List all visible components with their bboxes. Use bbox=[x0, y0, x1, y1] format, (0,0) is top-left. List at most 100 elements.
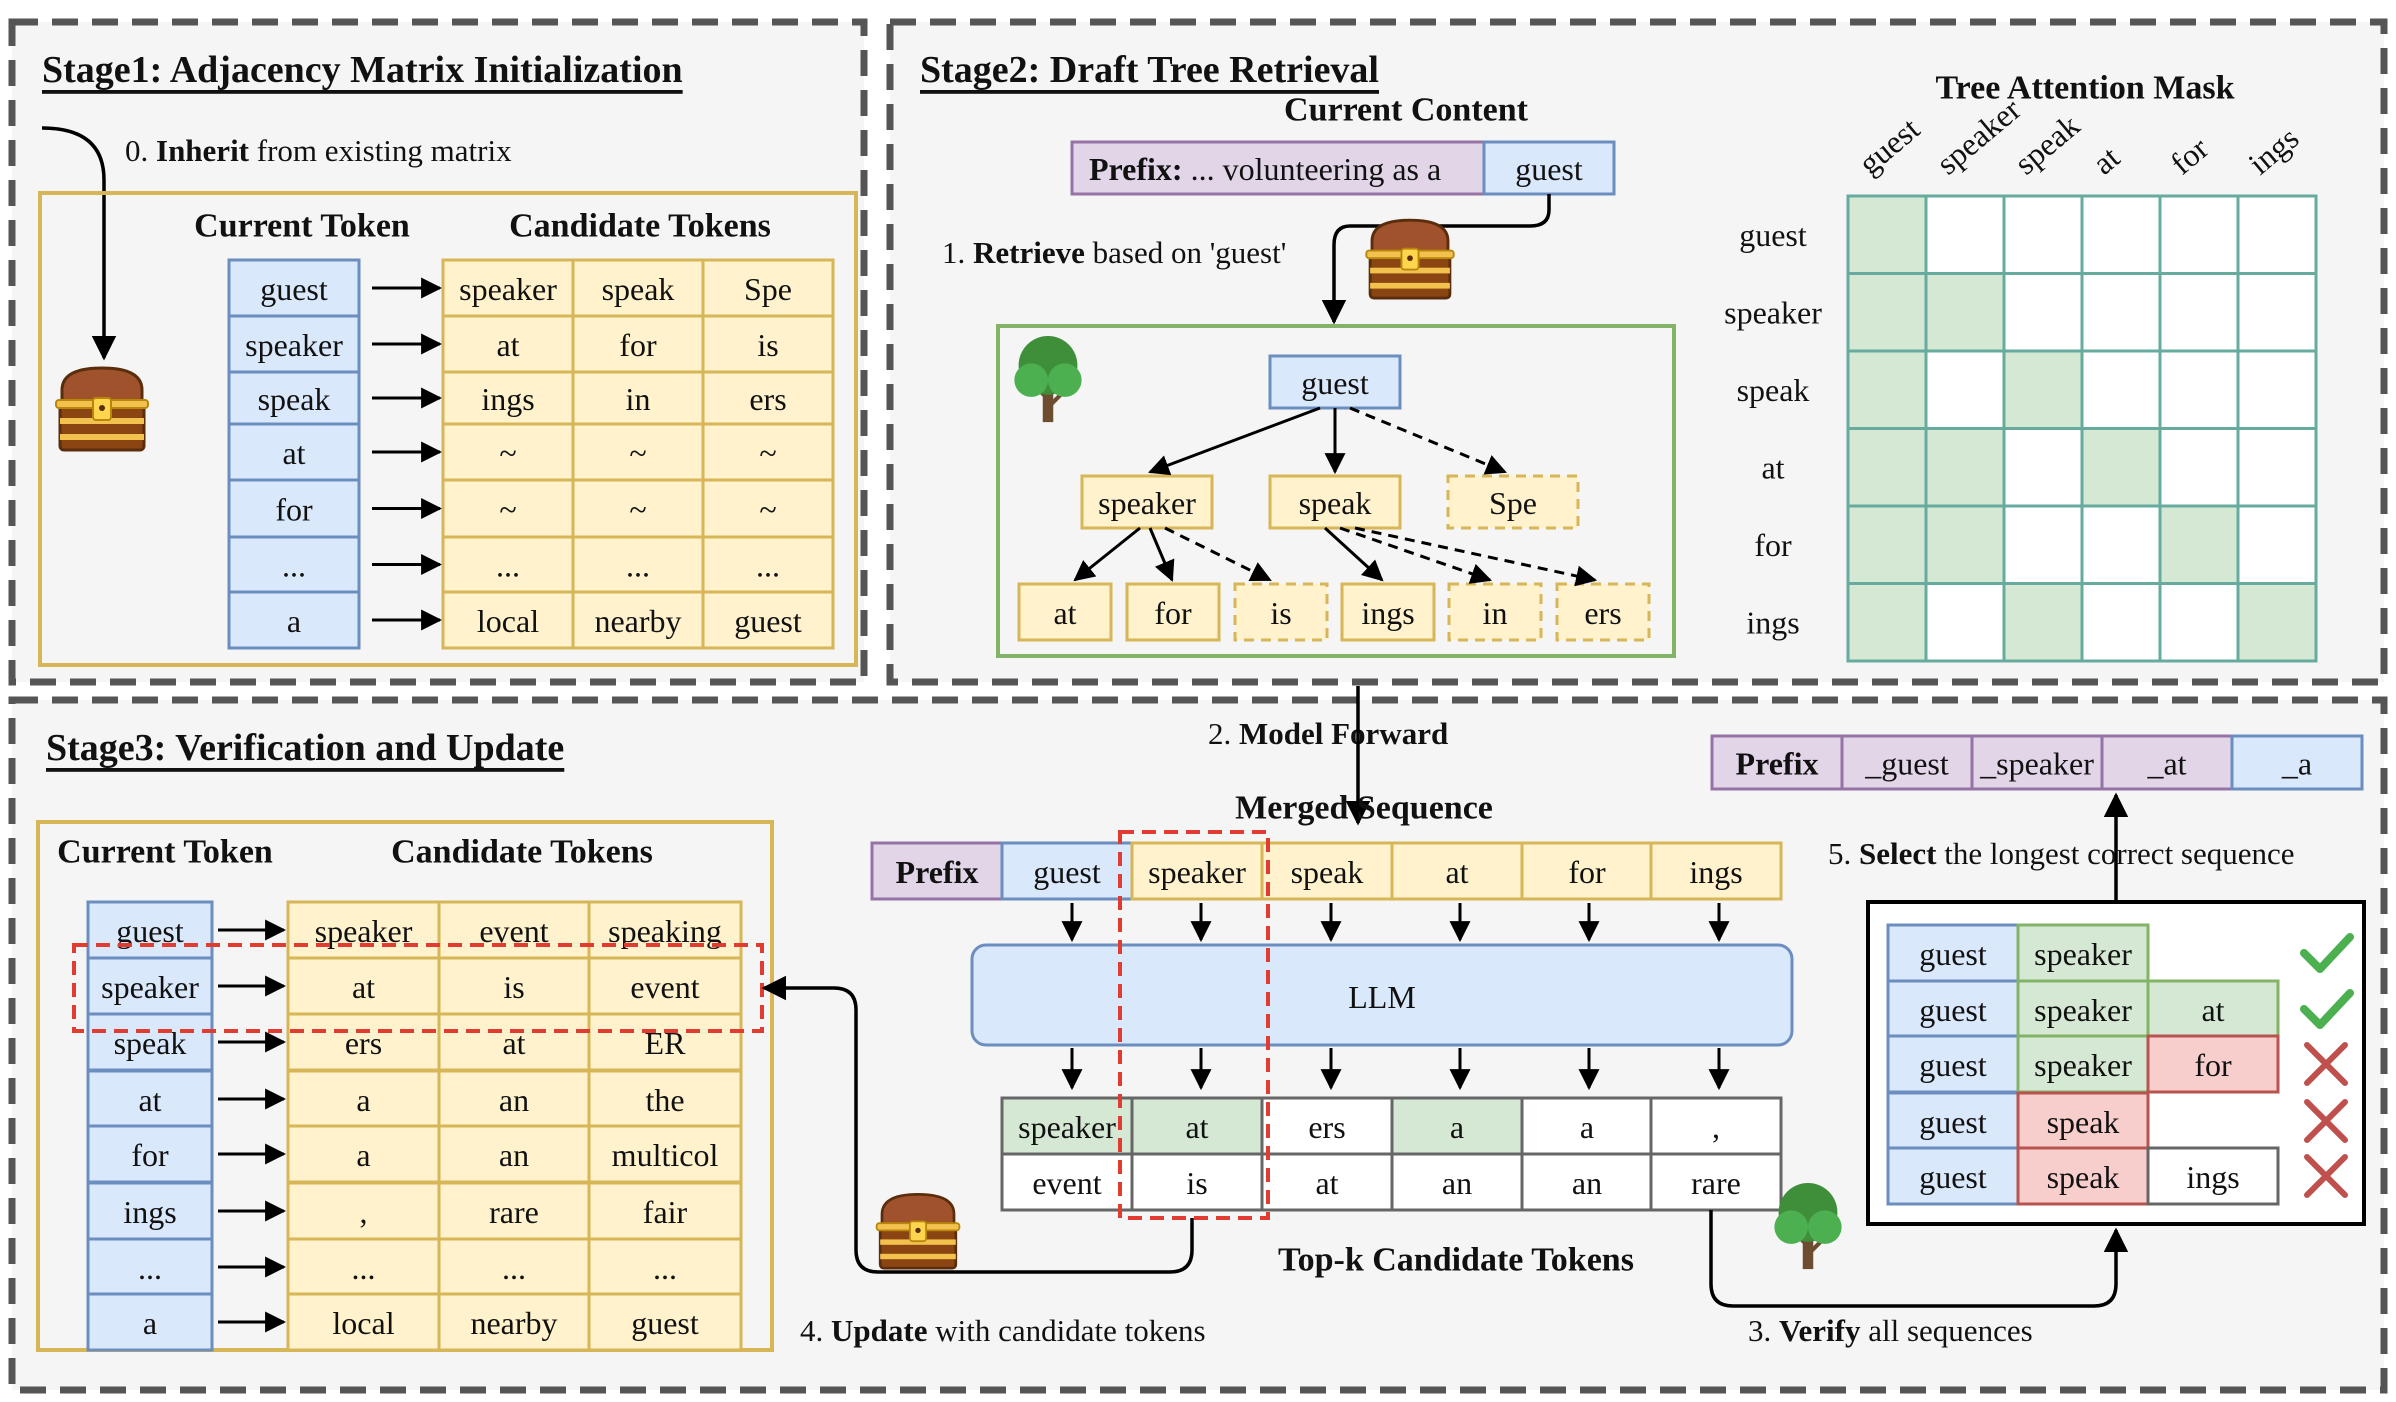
stage1-current-token-text: at bbox=[282, 435, 305, 471]
stage3-candidate-cell bbox=[286, 1181, 441, 1241]
stage1-current-token-text: speaker bbox=[245, 327, 343, 363]
verify-cell-text: guest bbox=[1919, 936, 1987, 972]
verify-note-part: all sequences bbox=[1861, 1313, 2033, 1348]
stage1-candidate-cell bbox=[571, 314, 705, 374]
mask-cell-on bbox=[1846, 427, 1928, 508]
chest-keyhole bbox=[915, 1227, 921, 1234]
stage1-current-token-text: ... bbox=[282, 548, 306, 584]
stage1-candidate-cell-text: ... bbox=[756, 548, 780, 584]
select-note-part: Select bbox=[1859, 836, 1937, 871]
stage3-candidate-cell-text: nearby bbox=[470, 1305, 557, 1341]
stage3-candidate-cell-text: the bbox=[645, 1082, 684, 1118]
stage3-current-token bbox=[86, 1292, 214, 1352]
stage3-candidate-cell-text: a bbox=[356, 1082, 370, 1118]
verify-cell-text: speak bbox=[2047, 1159, 2120, 1195]
tree-node-text: at bbox=[1053, 595, 1076, 631]
tree-node bbox=[1017, 582, 1113, 642]
tree-trunk bbox=[1042, 378, 1054, 423]
mask-cell-off bbox=[2080, 504, 2162, 585]
stage1-candidate-cell bbox=[701, 590, 835, 650]
topk-cell-text: a bbox=[1450, 1109, 1464, 1145]
stage3-current-token bbox=[86, 900, 214, 960]
stage1-candidate-tokens-header: Candidate Tokens bbox=[509, 208, 771, 245]
mask-cell-off bbox=[2080, 582, 2162, 663]
chest-band bbox=[60, 434, 144, 440]
stage3-candidate-cell bbox=[286, 1069, 441, 1129]
tree-node-text: speaker bbox=[1098, 485, 1196, 521]
stage3-current-token-header: Current Token bbox=[57, 834, 273, 871]
merged-token bbox=[1000, 841, 1134, 901]
inherit-arrow bbox=[41, 126, 117, 361]
treasure-chest-icon bbox=[1365, 218, 1455, 300]
stage3-candidate-cell-text: local bbox=[332, 1305, 394, 1341]
verify-cell-text: speaker bbox=[2034, 1047, 2132, 1083]
stage3-candidate-cell bbox=[587, 900, 743, 960]
merged-token-text: speaker bbox=[1148, 854, 1246, 890]
retrieve-note-part: 1. bbox=[942, 235, 973, 270]
stage1-candidate-cell-text: ings bbox=[481, 381, 534, 417]
mask-cell-off bbox=[2158, 272, 2240, 353]
stage1-candidate-cell-text: Spe bbox=[744, 271, 792, 307]
verify-note-part: Verify bbox=[1779, 1313, 1861, 1348]
mask-row-label: ings bbox=[1746, 604, 1799, 640]
tree-node-text: Spe bbox=[1489, 485, 1537, 521]
merged-token-text: for bbox=[1568, 854, 1606, 890]
mask-cell-off bbox=[2080, 349, 2162, 430]
stage3-candidate-cell-text: an bbox=[499, 1082, 529, 1118]
stage1-current-token-text: for bbox=[275, 492, 313, 528]
chest-band bbox=[1370, 282, 1450, 289]
final-token-text: _speaker bbox=[1979, 746, 2094, 782]
stage3-current-token bbox=[86, 1181, 214, 1241]
merged-token bbox=[1130, 841, 1264, 901]
inherit-note-part: 0. bbox=[125, 133, 156, 168]
final-token bbox=[2100, 734, 2234, 791]
tree-node bbox=[1447, 582, 1543, 642]
mask-cell-off bbox=[2236, 272, 2318, 353]
verify-cell bbox=[2016, 923, 2150, 983]
stage1-current-token-text: speak bbox=[258, 381, 331, 417]
current-token-box bbox=[1482, 140, 1616, 196]
mask-cell-off bbox=[2002, 427, 2084, 508]
verify-note: 3. Verify all sequences bbox=[1748, 1313, 2033, 1348]
stage1-candidate-cell-text: is bbox=[757, 327, 778, 363]
final-prefix-text: Prefix bbox=[1736, 746, 1819, 782]
stage3-current-token-text: ... bbox=[138, 1250, 162, 1286]
current-content-label: Current Content bbox=[1284, 92, 1529, 129]
cross-icon bbox=[2304, 1154, 2348, 1198]
stage1-candidate-cell-text: guest bbox=[734, 603, 802, 639]
topk-cell-text: ers bbox=[1308, 1109, 1345, 1145]
stage3-current-token-text: speaker bbox=[101, 969, 199, 1005]
stage1-candidate-cell-text: in bbox=[626, 381, 651, 417]
merged-sequence-label: Merged Sequence bbox=[1235, 790, 1493, 827]
verify-cell bbox=[2016, 1034, 2150, 1094]
stage3-candidate-cell-text: ... bbox=[352, 1250, 376, 1286]
current-token-box-text: guest bbox=[1515, 151, 1583, 187]
model-forward-note-part: Model Forward bbox=[1239, 716, 1448, 751]
topk-cell-text: an bbox=[1442, 1165, 1472, 1201]
update-arrow bbox=[761, 975, 1194, 1274]
mask-cell-on bbox=[2080, 427, 2162, 508]
tree-edge bbox=[1349, 406, 1507, 475]
prefix-content: ... volunteering as a bbox=[1191, 151, 1442, 187]
stage3-candidate-cell bbox=[437, 956, 591, 1016]
verify-note-part: 3. bbox=[1748, 1313, 1779, 1348]
stage3-candidate-cell-text: a bbox=[356, 1137, 370, 1173]
stage1-candidate-cell-text: speak bbox=[602, 271, 675, 307]
stage3-candidate-cell bbox=[286, 956, 441, 1016]
verify-cell bbox=[2146, 1146, 2280, 1206]
stage3-candidate-cell-text: is bbox=[503, 969, 524, 1005]
mask-cell-off bbox=[2080, 272, 2162, 353]
select-note-part: the longest correct sequence bbox=[1936, 836, 2294, 871]
prefix-text: Prefix: ... volunteering as a bbox=[1089, 151, 1441, 187]
verify-cell bbox=[1886, 979, 2020, 1039]
verify-cell-text: guest bbox=[1919, 1104, 1987, 1140]
topk-cell bbox=[1260, 1152, 1394, 1212]
retrieve-note: 1. Retrieve based on 'guest' bbox=[942, 235, 1286, 270]
stage1-current-token-header: Current Token bbox=[194, 208, 410, 245]
mask-cell-on bbox=[1846, 272, 1928, 353]
tree-node bbox=[1125, 582, 1221, 642]
verify-cell-text: speaker bbox=[2034, 936, 2132, 972]
stage1-candidate-cell-text: ~ bbox=[629, 492, 646, 528]
merged-token-text: speak bbox=[1291, 854, 1364, 890]
